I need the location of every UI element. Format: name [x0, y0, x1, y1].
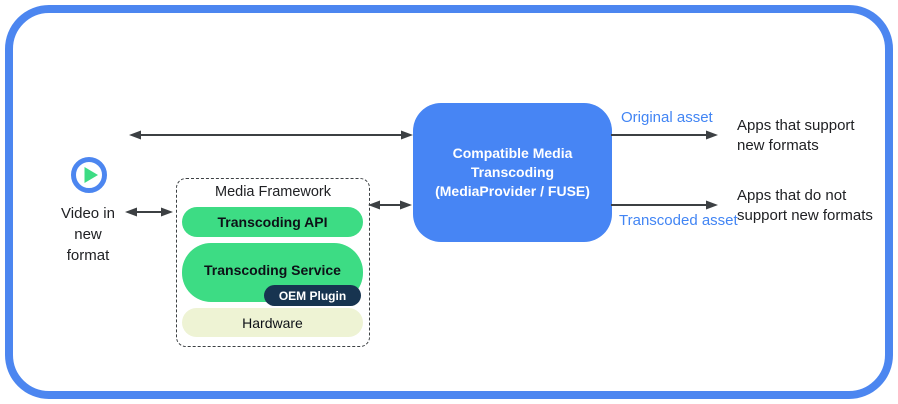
original-asset-label: Original asset [621, 109, 713, 126]
video-source-label: Video in new format [44, 203, 132, 266]
apps-support-line: Apps that support [737, 117, 855, 134]
arrow-apps-transcoding [129, 130, 413, 140]
media-framework-title: Media Framework [214, 184, 332, 200]
arrow-original-asset [611, 130, 718, 140]
arrow-framework-transcoding [368, 200, 412, 210]
transcoded-asset-label: Transcoded asset [619, 212, 738, 229]
apps-support-line: new formats [737, 137, 819, 154]
transcoding-api-label: Transcoding API [217, 214, 328, 230]
transcoding-box-line: Compatible Media [452, 145, 573, 161]
transcoding-box-line: (MediaProvider / FUSE) [435, 183, 590, 199]
video-source-line: format [66, 247, 110, 264]
diagram-frame [5, 5, 893, 399]
video-source-line: Video in [61, 205, 115, 222]
apps-no-support-label: Apps that do not support new formats [737, 186, 873, 226]
apps-no-support-line: support new formats [737, 207, 873, 224]
video-source-line: new [74, 226, 102, 243]
apps-support-label: Apps that support new formats [737, 116, 855, 156]
media-framework-box: Media Framework Transcoding API Transcod… [176, 178, 370, 347]
oem-plugin-label: OEM Plugin [278, 288, 347, 303]
arrow-transcoded-asset [611, 200, 718, 210]
oem-plugin-badge: OEM Plugin [264, 285, 361, 306]
compatible-media-transcoding-box: Compatible Media Transcoding (MediaProvi… [413, 103, 612, 242]
apps-no-support-line: Apps that do not [737, 187, 847, 204]
transcoding-box-line: Transcoding [470, 164, 555, 180]
transcoding-service-layer: Transcoding Service OEM Plugin [182, 243, 363, 306]
transcoding-api-layer: Transcoding API [182, 207, 363, 237]
hardware-layer: Hardware [182, 308, 363, 337]
transcoding-service-label: Transcoding Service [204, 262, 341, 278]
play-icon [71, 157, 107, 193]
hardware-label: Hardware [242, 314, 303, 331]
arrow-video-framework [125, 207, 173, 217]
